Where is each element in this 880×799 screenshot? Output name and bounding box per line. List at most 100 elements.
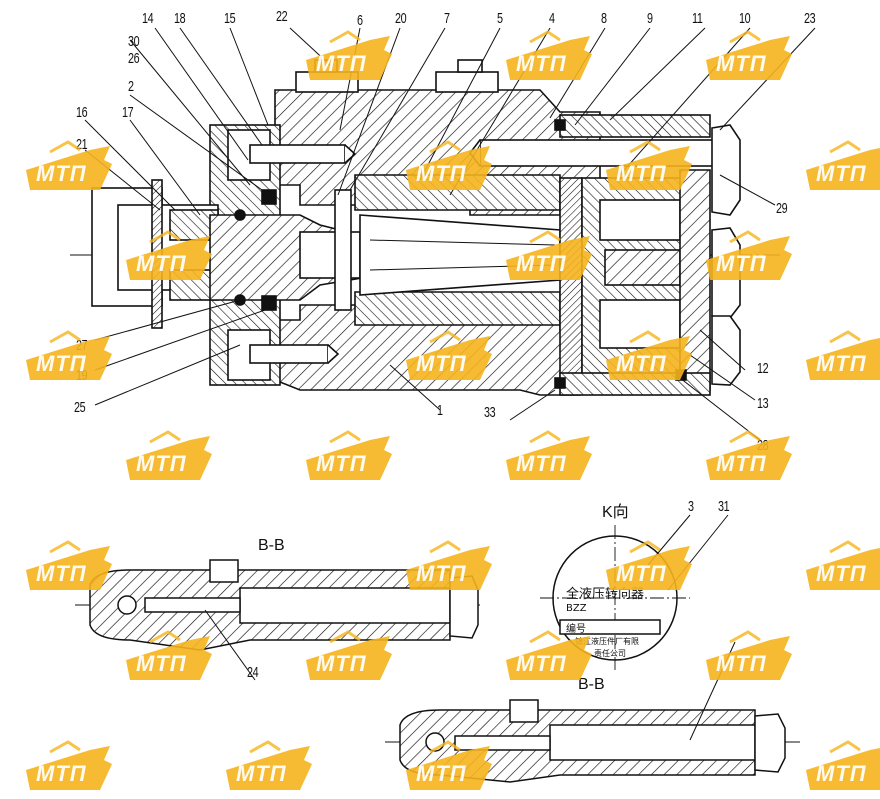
watermark-logo: МТП — [700, 30, 796, 88]
watermark-logo: МТП — [600, 140, 696, 198]
bb-lower-nut — [754, 713, 786, 773]
watermark-logo: МТП — [500, 430, 596, 488]
watermark-logo-shape — [226, 740, 312, 790]
callout-6: 6 — [357, 12, 363, 29]
watermark-logo: МТП — [20, 540, 116, 598]
watermark-logo: МТП — [600, 330, 696, 388]
watermark-logo-shape — [806, 740, 880, 790]
watermark-logo-shape — [706, 630, 792, 680]
section-label-bb-upper: B-B — [258, 537, 285, 554]
watermark-logo: МТП — [700, 630, 796, 688]
watermark-text: МТП — [316, 51, 367, 76]
callout-10: 10 — [739, 10, 751, 27]
watermark-logo: МТП — [120, 230, 216, 288]
watermark-text: МТП — [36, 351, 87, 376]
callout-25: 25 — [74, 399, 86, 416]
nameplate-maker-1: 镇江液压件厂有限 — [575, 637, 639, 646]
watermark-logo-shape — [26, 540, 112, 590]
callout-8: 8 — [601, 10, 607, 27]
watermark-text: МТП — [136, 651, 187, 676]
callout-14: 14 — [142, 10, 154, 27]
watermark-logo-shape — [406, 540, 492, 590]
watermark-text: МТП — [716, 451, 767, 476]
nameplate-model: BZZ — [566, 603, 587, 614]
watermark-logo-shape — [126, 630, 212, 680]
watermark-logo-shape — [606, 330, 692, 380]
watermark-logo-shape — [406, 330, 492, 380]
watermark-logo: МТП — [500, 230, 596, 288]
watermark-logo: МТП — [300, 430, 396, 488]
watermark-logo: МТП — [800, 330, 880, 388]
callout-1: 1 — [437, 402, 443, 419]
callout-22: 22 — [276, 8, 288, 25]
watermark-logo-shape — [406, 140, 492, 190]
bolt-head-13 — [711, 315, 741, 386]
watermark-text: МТП — [316, 451, 367, 476]
watermark-text: МТП — [616, 161, 667, 186]
callout-23: 23 — [804, 10, 816, 27]
watermark-logo-shape — [126, 430, 212, 480]
watermark-text: МТП — [716, 651, 767, 676]
watermark-logo-shape — [506, 230, 592, 280]
watermark-text: МТП — [136, 251, 187, 276]
watermark-logo: МТП — [120, 630, 216, 688]
watermark-logo-shape — [806, 330, 880, 380]
watermark-text: МТП — [816, 351, 867, 376]
watermark-text: МТП — [516, 451, 567, 476]
watermark-text: МТП — [516, 251, 567, 276]
watermark-logo: МТП — [700, 230, 796, 288]
watermark-text: МТП — [716, 51, 767, 76]
callout-21: 21 — [76, 136, 88, 153]
watermark-text: МТП — [816, 161, 867, 186]
watermark-logo: МТП — [300, 30, 396, 88]
callout-31: 31 — [718, 498, 730, 515]
watermark-text: МТП — [136, 451, 187, 476]
watermark-logo-shape — [706, 230, 792, 280]
nameplate-serial: 编号 — [566, 624, 586, 635]
callout-20: 20 — [395, 10, 407, 27]
watermark-logo: МТП — [500, 630, 596, 688]
bolt-head-23 — [711, 124, 741, 216]
callout-7: 7 — [444, 10, 450, 27]
watermark-logo-shape — [306, 30, 392, 80]
watermark-logo-shape — [126, 230, 212, 280]
watermark-logo-shape — [506, 430, 592, 480]
callout-26: 26 — [128, 50, 140, 67]
callout-15: 15 — [224, 10, 236, 27]
watermark-logo-shape — [506, 30, 592, 80]
watermark-logo: МТП — [800, 140, 880, 198]
watermark-logo-shape — [26, 740, 112, 790]
watermark-logo-shape — [406, 740, 492, 790]
watermark-text: МТП — [416, 761, 467, 786]
shell-top — [559, 114, 711, 138]
section-bb-lower — [385, 641, 800, 783]
watermark-text: МТП — [616, 351, 667, 376]
nameplate-maker-2: 责任公司 — [594, 649, 626, 658]
watermark-text: МТП — [416, 161, 467, 186]
watermark-text: МТП — [416, 561, 467, 586]
watermark-logo: МТП — [20, 140, 116, 198]
watermark-logo-shape — [26, 330, 112, 380]
callout-24: 24 — [247, 664, 259, 681]
section-label-bb-lower: B-B — [578, 676, 605, 693]
watermark-logo: МТП — [300, 630, 396, 688]
watermark-text: МТП — [816, 761, 867, 786]
watermark-logo: МТП — [800, 540, 880, 598]
watermark-text: МТП — [36, 761, 87, 786]
watermark-logo: МТП — [400, 540, 496, 598]
callout-9: 9 — [647, 10, 653, 27]
callout-29: 29 — [776, 200, 788, 217]
watermark-logo-shape — [506, 630, 592, 680]
cover-bolt-top — [249, 144, 346, 164]
watermark-text: МТП — [716, 251, 767, 276]
callout-18: 18 — [174, 10, 186, 27]
watermark-logo-shape — [306, 630, 392, 680]
watermark-text: МТП — [816, 561, 867, 586]
watermark-logo: МТП — [800, 740, 880, 798]
watermark-logo: МТП — [20, 330, 116, 388]
watermark-text: МТП — [316, 651, 367, 676]
callout-30: 30 — [128, 33, 140, 50]
watermark-text: МТП — [516, 651, 567, 676]
nameplate-title: 全液压转向器 — [566, 587, 645, 602]
